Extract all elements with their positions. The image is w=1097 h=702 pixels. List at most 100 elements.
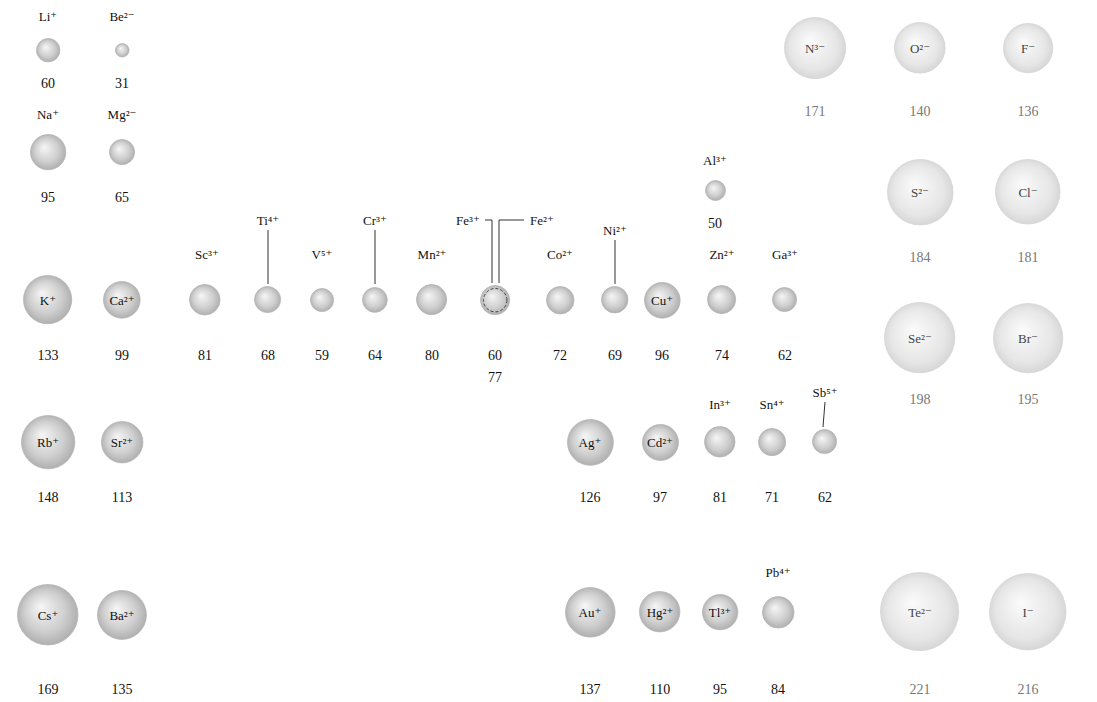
ion-symbol: Na⁺ [37, 108, 59, 121]
sphere [640, 592, 680, 632]
ion-symbol: Ca²⁺ [109, 293, 134, 306]
ionic-radius: 110 [650, 683, 670, 697]
sphere [24, 276, 72, 324]
ion-symbol: Cd²⁺ [647, 435, 673, 448]
sphere [708, 286, 736, 314]
ion-symbol: Cu⁺ [651, 293, 673, 306]
ionic-radius: 68 [261, 349, 275, 363]
ionic-radius: 99 [115, 349, 129, 363]
ionic-radius: 171 [804, 105, 825, 119]
ion-sphere: Cr³⁺64 [362, 287, 388, 313]
ion-symbol: Te²⁻ [908, 605, 932, 618]
ionic-radius: 140 [909, 105, 930, 119]
sphere-outline [416, 284, 447, 315]
ion-sphere: Sn⁴⁺71 [758, 428, 786, 456]
sphere-outline [115, 43, 130, 58]
ion-sphere: Sc³⁺81 [189, 284, 221, 316]
ion-sphere: Pb⁴⁺84 [762, 596, 795, 629]
sphere [602, 287, 628, 313]
ionic-radius: 169 [37, 683, 58, 697]
ion-symbol: Rb⁺ [37, 435, 59, 448]
ionic-radius: 135 [111, 683, 132, 697]
ion-symbol: Zn²⁺ [709, 248, 734, 261]
ion-sphere: Hg²⁺110 [639, 591, 680, 632]
sphere [885, 303, 955, 373]
ion-sphere: S²⁻184 [887, 159, 954, 226]
ion-sphere: Ga³⁺62 [772, 287, 797, 312]
sphere-outline [601, 286, 628, 313]
leader-bracket [485, 220, 492, 283]
ionic-radius: 60 [488, 349, 502, 363]
sphere [813, 430, 837, 454]
ion-sphere: Sb⁵⁺62 [812, 429, 837, 454]
ionic-radius: 184 [909, 251, 930, 265]
sphere [702, 594, 737, 629]
sphere [363, 288, 388, 313]
ion-symbol: I⁻ [1022, 605, 1033, 618]
ion-symbol: Se²⁻ [908, 331, 932, 344]
ion-symbol: Mn²⁺ [418, 248, 447, 261]
leader-line [268, 230, 269, 284]
ion-symbol: Sr²⁺ [111, 435, 133, 448]
ionic-radius: 60 [41, 77, 55, 91]
ionic-radius: 95 [41, 191, 55, 205]
ionic-radius: 95 [713, 683, 727, 697]
ion-sphere: O²⁻140 [894, 22, 946, 74]
ion-symbol: Cs⁺ [38, 608, 59, 621]
sphere-outline [483, 288, 507, 312]
ion-symbol: F⁻ [1021, 41, 1035, 54]
ion-sphere: Fe³⁺60 [483, 288, 507, 312]
ion-sphere: Li⁺60 [36, 38, 60, 62]
sphere [644, 282, 680, 318]
ionic-radius: 71 [765, 491, 779, 505]
ion-symbol: Ba²⁺ [109, 608, 134, 621]
ion-symbol: Be²⁻ [109, 10, 134, 23]
ion-sphere: Sr²⁺113 [101, 421, 143, 463]
ion-sphere: Br⁻195 [993, 303, 1063, 373]
sphere [109, 139, 134, 164]
ion-symbol: V⁵⁺ [312, 248, 333, 261]
ion-symbol: Tl³⁺ [709, 605, 731, 618]
ion-symbol: K⁺ [40, 293, 56, 306]
ion-sphere: K⁺133 [23, 275, 72, 324]
ion-symbol: Au⁺ [579, 605, 602, 618]
ion-sphere: Te²⁻221 [880, 572, 959, 651]
ion-sphere: Ni²⁺69 [601, 286, 628, 313]
ion-symbol: N³⁻ [805, 41, 825, 54]
sphere [21, 415, 74, 468]
ion-sphere: Cd²⁺97 [642, 424, 679, 461]
ion-sphere: Ba²⁺135 [97, 590, 147, 640]
ionic-radius: 195 [1017, 393, 1038, 407]
sphere-outline [707, 285, 736, 314]
ionic-radius: 80 [425, 349, 439, 363]
ion-sphere: I⁻216 [989, 573, 1066, 650]
ion-sphere: Mn²⁺80 [416, 284, 447, 315]
sphere [758, 428, 785, 455]
sphere [310, 288, 333, 311]
ionic-radius: 221 [909, 683, 930, 697]
ion-symbol: Pb⁴⁺ [765, 566, 790, 579]
sphere [895, 23, 946, 74]
ion-sphere: Tl³⁺95 [702, 594, 738, 630]
ion-sphere: Ti⁴⁺68 [254, 286, 281, 313]
sphere [642, 424, 678, 460]
sphere [993, 303, 1062, 372]
ion-symbol: Cl⁻ [1018, 185, 1037, 198]
sphere-outline [546, 286, 574, 314]
ionic-radius: 64 [368, 349, 382, 363]
sphere [480, 285, 509, 314]
ion-symbol: Ni²⁺ [603, 224, 627, 237]
sphere [255, 287, 281, 313]
ion-symbol: Fe²⁺ [530, 214, 554, 227]
ionic-radius: 31 [115, 77, 129, 91]
ion-symbol: Br⁻ [1018, 331, 1038, 344]
ionic-radius: 69 [608, 349, 622, 363]
ion-sphere: Be²⁻31 [115, 43, 130, 58]
sphere [567, 419, 613, 465]
ion-sphere: Ag⁺126 [567, 419, 614, 466]
ion-sphere: Zn²⁺74 [707, 285, 736, 314]
ion-symbol: Cr³⁺ [363, 214, 387, 227]
sphere [990, 574, 1066, 650]
sphere [417, 285, 447, 315]
sphere-outline [254, 286, 281, 313]
